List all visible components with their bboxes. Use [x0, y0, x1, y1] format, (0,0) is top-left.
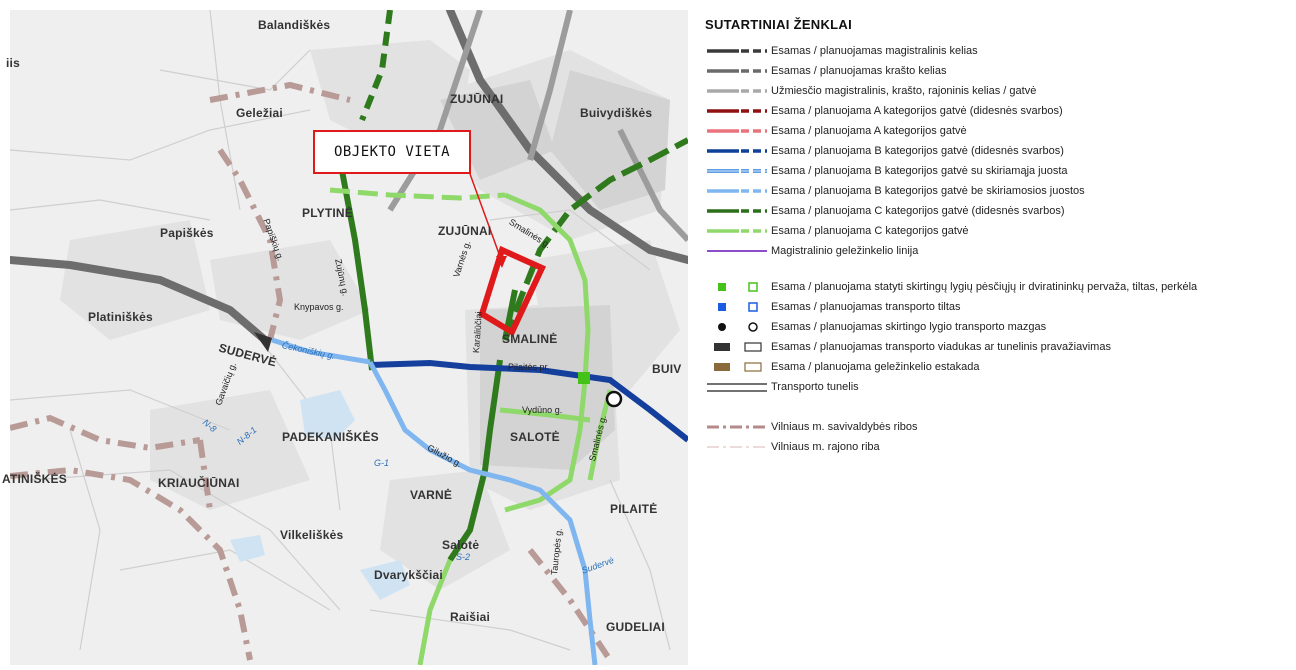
legend-symbol-icon [705, 122, 771, 140]
legend-symbol-icon [705, 162, 771, 180]
legend-item: Esama / planuojama statyti skirtingų lyg… [705, 278, 1197, 296]
legend-item: Esama / planuojama B kategorijos gatvė s… [705, 162, 1068, 180]
legend-item-label: Magistralinio geležinkelio linija [771, 245, 919, 257]
legend-item-label: Esama / planuojama A kategorijos gatvė (… [771, 105, 1063, 117]
place-label: Platiniškės [88, 310, 153, 324]
object-location-callout: OBJEKTO VIETA [313, 130, 471, 174]
legend-item-label: Esama / planuojama B kategorijos gatvė b… [771, 185, 1085, 197]
place-label: ZUJŪNAI [450, 92, 504, 106]
legend-item: Esamas / planuojamas magistralinis kelia… [705, 42, 978, 60]
place-label: Raišiai [450, 610, 491, 624]
street-label: Pilaitės pr. [508, 362, 550, 372]
legend-symbol-icon [705, 62, 771, 80]
legend-symbol-icon [705, 438, 771, 456]
legend-symbol-icon [705, 82, 771, 100]
legend-item-label: Esamas / planuojamas skirtingo lygio tra… [771, 321, 1047, 333]
legend-symbol-icon [705, 222, 771, 240]
place-label: Geležiai [236, 106, 283, 120]
legend-symbol-icon [705, 182, 771, 200]
legend-item: Esama / planuojama C kategorijos gatvė (… [705, 202, 1064, 220]
legend-item: Esama / planuojama C kategorijos gatvė [705, 222, 969, 240]
legend-item-label: Vilniaus m. rajono riba [771, 441, 880, 453]
legend-symbol-icon [705, 418, 771, 436]
legend-item: Esama / planuojama geležinkelio estakada [705, 358, 980, 376]
legend-item: Esamas / planuojamas skirtingo lygio tra… [705, 318, 1046, 336]
legend-item-label: Esamas / planuojamas transporto viadukas… [771, 341, 1111, 353]
legend-item: Magistralinio geležinkelio linija [705, 242, 918, 260]
place-label: VARNĖ [410, 488, 453, 502]
legend-item: Esama / planuojama A kategorijos gatvė [705, 122, 967, 140]
legend-symbol-icon [705, 42, 771, 60]
legend-item: Esamas / planuojamas krašto kelias [705, 62, 946, 80]
place-label: Balandiškės [258, 18, 331, 32]
legend-symbol-icon [705, 242, 771, 260]
legend-item-label: Esama / planuojama geležinkelio estakada [771, 361, 980, 373]
place-label: Vilkeliškės [280, 528, 344, 542]
street-label: Knypavos g. [294, 302, 344, 312]
legend-item-label: Esama / planuojama statyti skirtingų lyg… [771, 281, 1198, 293]
place-label: PILAITĖ [610, 502, 658, 516]
place-label: PADEKANIŠKĖS [282, 430, 379, 444]
legend-symbol-icon [705, 378, 771, 396]
place-label: ATINIŠKĖS [2, 472, 67, 486]
legend-item-label: Esama / planuojama B kategorijos gatvė s… [771, 165, 1068, 177]
legend-item: Užmiesčio magistralinis, krašto, rajonin… [705, 82, 1036, 100]
legend-item-label: Esama / planuojama A kategorijos gatvė [771, 125, 967, 137]
place-label: Papiškės [160, 226, 214, 240]
legend-symbol-icon [705, 102, 771, 120]
place-label: ZUJŪNAI [438, 224, 492, 238]
legend-item-label: Esamas / planuojamas magistralinis kelia… [771, 45, 978, 57]
legend-symbol-icon [705, 318, 771, 336]
route-label: S-2 [456, 552, 471, 562]
legend-item: Esamas / planuojamas transporto tiltas [705, 298, 961, 316]
legend-item-label: Esama / planuojama B kategorijos gatvė (… [771, 145, 1064, 157]
place-label: Salotė [442, 538, 480, 552]
legend-item: Esama / planuojama B kategorijos gatvė (… [705, 142, 1064, 160]
callout-label: OBJEKTO VIETA [333, 144, 451, 160]
legend-item: Esama / planuojama A kategorijos gatvė (… [705, 102, 1063, 120]
legend-item: Vilniaus m. rajono riba [705, 438, 880, 456]
place-label: Dvarykščiai [374, 568, 443, 582]
legend-item-label: Esama / planuojama C kategorijos gatvė (… [771, 205, 1065, 217]
legend-symbol-icon [705, 202, 771, 220]
place-label: SALOTĖ [510, 430, 560, 444]
legend-item: Vilniaus m. savivaldybės ribos [705, 418, 918, 436]
legend-symbol-icon [705, 298, 771, 316]
legend-item-label: Užmiesčio magistralinis, krašto, rajonin… [771, 85, 1037, 97]
map-canvas [6, 6, 692, 666]
legend-item: Transporto tunelis [705, 378, 859, 396]
legend-symbol-icon [705, 358, 771, 376]
place-label: SMALINĖ [502, 332, 558, 346]
legend-item-label: Esama / planuojama C kategorijos gatvė [771, 225, 969, 237]
legend-item-label: Vilniaus m. savivaldybės ribos [771, 421, 918, 433]
legend-symbol-icon [705, 338, 771, 356]
place-label: PLYTINĖ [302, 206, 353, 220]
legend-item: Esamas / planuojamas transporto viadukas… [705, 338, 1111, 356]
place-label: GUDELIAI [606, 620, 665, 634]
legend-title: SUTARTINIAI ŽENKLAI [705, 17, 853, 32]
legend-symbol-icon [705, 142, 771, 160]
street-label: Vydūno g. [522, 405, 563, 415]
legend-item-label: Transporto tunelis [771, 381, 859, 393]
map-area[interactable]: Balandiškės iis Geležiai ZUJŪNAI Buivydi… [2, 6, 692, 666]
place-label: iis [6, 56, 20, 70]
place-label: KRIAUČIŪNAI [158, 476, 240, 490]
route-label: G-1 [374, 458, 390, 468]
place-label: BUIV [652, 362, 682, 376]
legend-item-label: Esamas / planuojamas krašto kelias [771, 65, 947, 77]
legend-item: Esama / planuojama B kategorijos gatvė b… [705, 182, 1085, 200]
place-label: Buivydiškės [580, 106, 653, 120]
legend-item-label: Esamas / planuojamas transporto tiltas [771, 301, 961, 313]
legend-symbol-icon [705, 278, 771, 296]
